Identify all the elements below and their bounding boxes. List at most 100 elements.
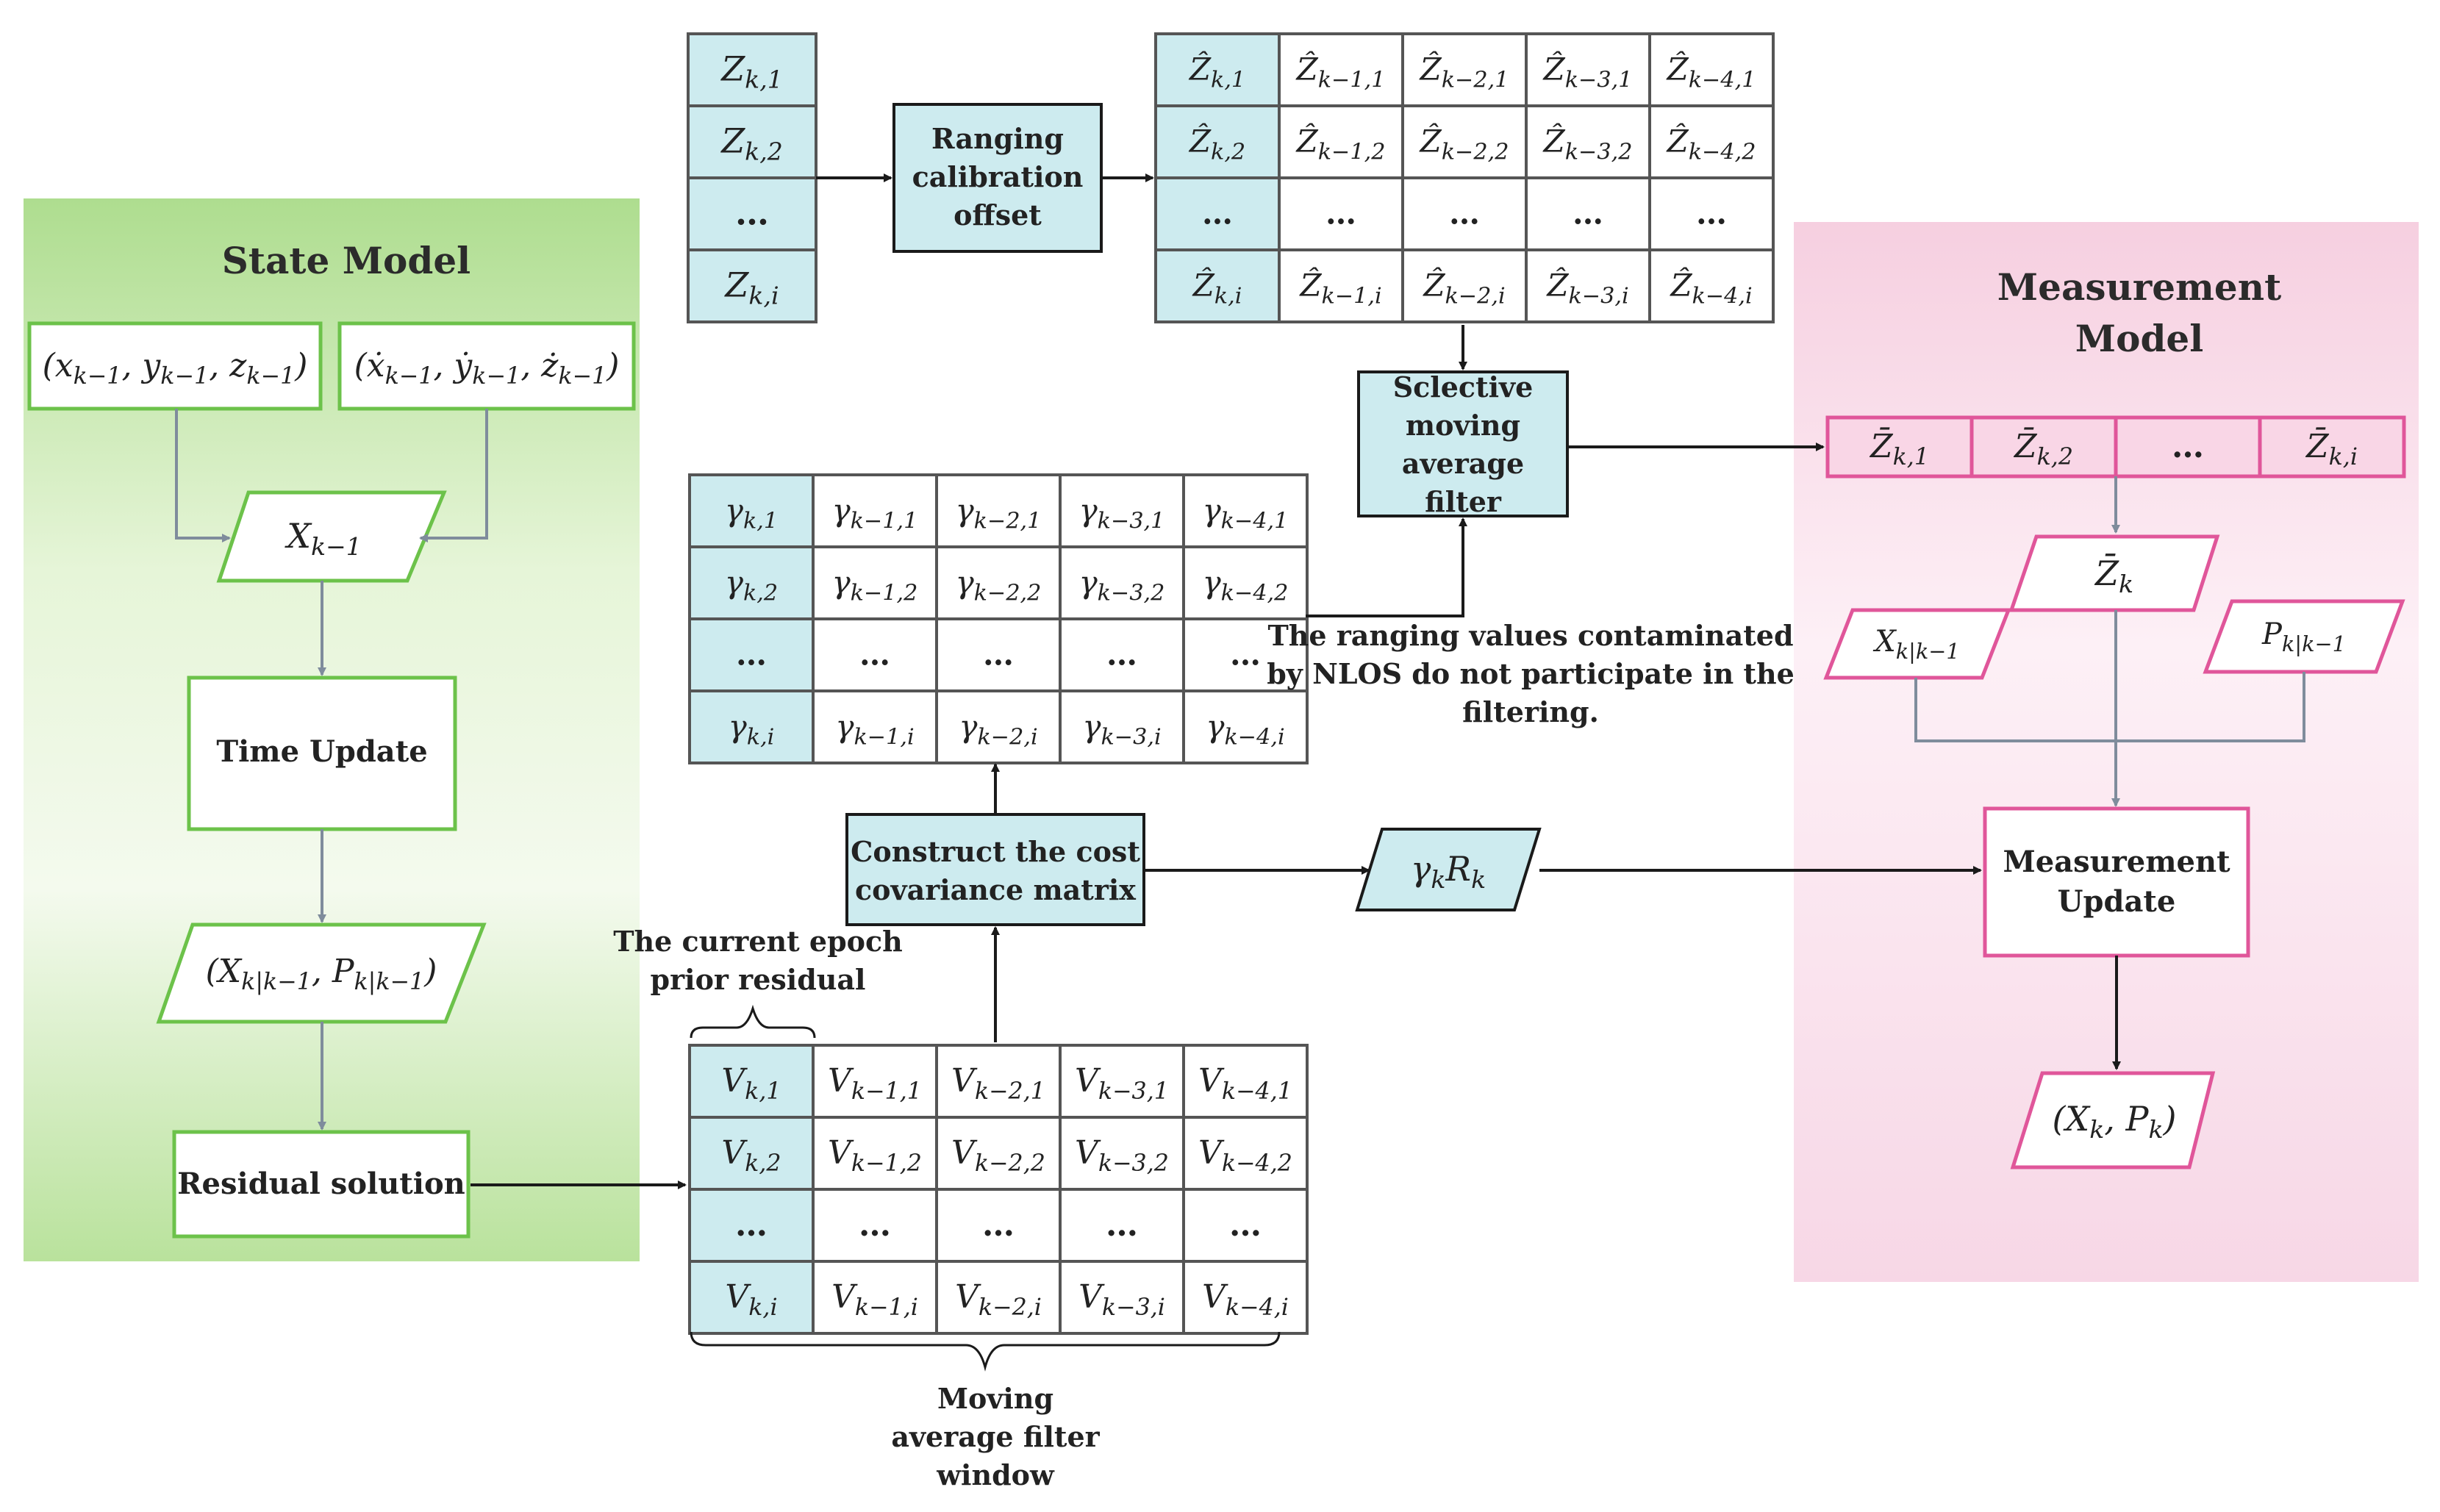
math-subscript: k|k−1 [354,969,424,995]
table-cell [1154,32,1281,107]
position-state-label: (xk−1, yk−1, zk−1) [43,347,308,390]
math-subscript: k−1 [246,363,295,390]
math-base: … [1449,195,1480,231]
math-base: X [285,516,312,556]
math-base: V [1075,1134,1101,1172]
table-cell-value: … [983,636,1014,672]
math-base: … [735,193,769,233]
selective-filter-line4: filter [1425,485,1502,518]
math-base: V [1202,1278,1228,1316]
state-vector-label: Xk−1 [285,516,362,561]
table-cell-value: Vk−4,i [1202,1278,1289,1321]
gamma-r-parallelogram [1355,828,1542,911]
residual-solution-label: Residual solution [177,1167,465,1201]
table-cell [935,689,1062,764]
math-base: V [1075,1062,1101,1100]
selective-filter-line2: moving [1406,409,1520,442]
table-cell-value: Vk−4,1 [1198,1062,1292,1105]
selective-filter-box [1357,370,1569,517]
table-cell-value: γk−1,i [835,708,914,750]
table-cell-value: Vk,2 [721,1134,781,1177]
math-subscript: k−1,1 [1318,67,1386,93]
table-cell [812,1116,938,1191]
table-cell [812,1260,938,1335]
table-cell-value: Vk,i [725,1278,777,1321]
result-label: (Xk, Pk) [2052,1099,2176,1144]
gamma-r-label: γkRk [1411,849,1486,894]
table-cell-value: γk−3,i [1082,708,1161,750]
math-subscript: k−1 [160,363,209,390]
math-base: , P [2104,1099,2149,1139]
table-cell [1182,473,1309,548]
math-subscript: k−4,i [1692,283,1753,309]
math-base: V [721,1134,748,1172]
math-base: γ [1203,492,1222,528]
math-base: … [1229,1206,1262,1244]
table-cell [1278,32,1404,107]
table-cell-value: Ẑk−2,2 [1419,122,1509,165]
math-subscript: k−1,1 [851,508,918,534]
math-subscript: k−2,i [978,1294,1042,1321]
math-subscript: k,2 [743,580,778,606]
math-base: γ [725,564,744,600]
math-base: γ [1082,708,1101,744]
math-subscript: k−2,2 [975,1150,1045,1177]
math-subscript: k−4,1 [1689,67,1756,93]
math-base: … [982,1206,1015,1244]
math-base: Ẑ [1298,266,1322,303]
math-base: … [1573,195,1603,231]
math-subscript: k−3,1 [1565,67,1633,93]
table-cell-value: γk,1 [725,492,778,534]
table-cell-value: Ẑk−4,i [1669,266,1752,309]
measurement-model-title-line2: Model [2075,317,2203,360]
table-cell-value: Ẑk−1,i [1298,266,1381,309]
calibration-label-line3: offset [954,198,1042,232]
math-base: Ẑ [1419,122,1442,159]
table-cell-value: Vk−4,2 [1198,1134,1292,1177]
table-cell [935,617,1062,692]
math-base: γ [1206,708,1225,744]
math-subscript: k,1 [745,1078,781,1105]
math-subscript: k−2,1 [974,508,1042,534]
table-cell-value: Ẑk,i [1192,266,1242,309]
math-subscript: k [2089,1115,2104,1144]
table-cell-value: γk−1,1 [832,492,918,534]
math-base: γ [956,492,975,528]
time-update-box [187,676,457,831]
math-base: Ẑ [1666,122,1689,159]
table-cell [1182,1260,1309,1335]
table-cell [935,1188,1062,1263]
table-cell [1182,1188,1309,1263]
math-subscript: k−3,i [1101,724,1161,750]
math-base: P [2261,617,2283,651]
math-subscript: k−2,2 [1442,139,1509,165]
math-subscript: k−4,2 [1222,1150,1292,1177]
window-note-line3: window [936,1458,1055,1491]
table-cell [1278,248,1404,323]
table-cell [1648,32,1775,107]
table-cell-value: Ẑk,1 [1188,50,1245,93]
arrow-position-to-state [175,409,231,542]
table-cell-value: Ẑk−1,1 [1295,50,1386,93]
math-base: γ [835,708,854,744]
math-subscript: k−2,i [977,724,1037,750]
table-cell [812,617,938,692]
math-subscript: k−2,1 [975,1078,1045,1105]
filtered-cell [1969,415,2118,479]
table-cell [1182,689,1309,764]
math-base: γ [1079,564,1098,600]
residual-solution-box [172,1130,471,1239]
table-cell [1525,248,1651,323]
math-base: ) [423,953,437,990]
prediction-label: (Xk|k−1, Pk|k−1) [206,953,437,995]
math-base: (ẋ [354,347,385,384]
table-cell [1154,248,1281,323]
math-subscript: k−4,1 [1222,1078,1292,1105]
table-cell [935,1044,1062,1119]
table-cell [688,689,815,764]
math-base: ) [294,347,307,384]
math-base: Ẑ [1666,50,1689,87]
table-cell-value: γk−2,1 [956,492,1042,534]
math-subscript: k,2 [2037,444,2073,470]
